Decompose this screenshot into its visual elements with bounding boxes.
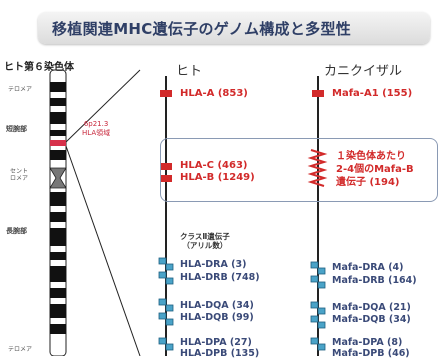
mafa-b-markers: [307, 149, 328, 187]
region-telomere-bottom: テロメア: [8, 346, 33, 353]
zoom-line-bottom: [65, 145, 141, 356]
hla-b-marker: [160, 175, 172, 182]
mafa-a1-marker: [312, 90, 324, 97]
gene-label-mafa-dqb: Mafa-DQB (34): [332, 314, 411, 325]
region-centromere: セントロメア: [10, 168, 29, 182]
gene-label-hla-dpa: HLA-DPA (27): [180, 337, 252, 348]
gene-label-mafa-dpa: Mafa-DPA (8): [332, 337, 403, 348]
region-long-arm: 長腕部: [6, 227, 27, 235]
monkey-class2-markers: [310, 261, 326, 351]
column-header-human: ヒト: [176, 64, 203, 79]
gene-label-mafa-dpb: Mafa-DPB (46): [332, 348, 410, 359]
zoom-line-top: [65, 69, 141, 143]
gene-label-hla-dqa: HLA-DQA (34): [180, 300, 254, 311]
gene-label-hla-drb: HLA-DRB (748): [180, 272, 260, 283]
gene-label-hla-dra: HLA-DRA (3): [180, 259, 247, 270]
hla-a-marker: [160, 90, 172, 97]
title-bar: 移植関連MHC遺伝子のゲノム構成と多型性: [38, 12, 430, 44]
chromosome-title: ヒト第６染色体: [4, 62, 74, 73]
hla-band-marker: [50, 140, 66, 146]
gene-label-mafa-a1: Mafa-A1 (155): [332, 88, 413, 99]
class2-header: クラスⅡ遺伝子（アリル数）: [180, 232, 230, 250]
hla-c-marker: [160, 163, 172, 170]
gene-label-hla-dqb: HLA-DQB (99): [180, 312, 254, 323]
gene-label-mafa-dra: Mafa-DRA (4): [332, 262, 404, 273]
gene-label-mafa-drb: Mafa-DRB (164): [332, 275, 417, 286]
gene-label-hla-a: HLA-A (853): [180, 88, 248, 99]
chromosome-6-ideogram: [49, 69, 67, 356]
gene-label-mafa-dqa: Mafa-DQA (21): [332, 302, 411, 313]
page-title: 移植関連MHC遺伝子のゲノム構成と多型性: [52, 20, 352, 38]
gene-label-hla-c: HLA-C (463): [180, 160, 248, 171]
region-short-arm: 短腕部: [6, 125, 27, 133]
region-telomere-top: テロメア: [8, 86, 33, 93]
gene-label-hla-b: HLA-B (1249): [180, 172, 255, 183]
column-header-monkey: カニクイザル: [324, 64, 403, 79]
human-class2-markers: [158, 257, 174, 351]
gene-label-hla-dpb: HLA-DPB (135): [180, 348, 260, 359]
